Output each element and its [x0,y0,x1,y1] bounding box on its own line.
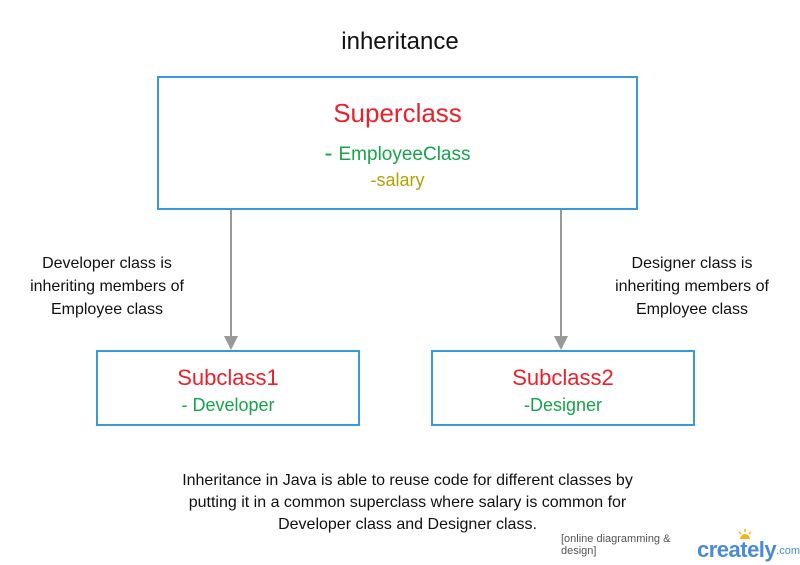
employee-class-label: EmployeeClass [338,144,471,165]
creately-logo: creately [696,529,777,562]
arrowhead-left [224,336,238,350]
description-line: putting it in a common superclass where … [188,494,627,511]
note-right-line: Employee class [635,301,749,318]
description-text: Inheritance in Java is able to reuse cod… [120,470,695,536]
superclass-box[interactable]: Superclass -EmployeeClass -salary [157,76,638,210]
note-left-line: Developer class is [42,255,172,272]
subclass2-attribute: -Designer [523,395,603,415]
description-line: Developer class and Designer class. [278,516,537,533]
subclass1-name: Subclass1 [177,365,279,390]
note-left-line: Employee class [50,301,164,318]
superclass-field: -salary [370,170,425,190]
creately-watermark[interactable]: [online diagramming & design] creately .… [561,529,800,562]
subclass1-box[interactable]: Subclass1 - Developer [96,350,360,426]
subclass2-name: Subclass2 [512,365,614,390]
subclass1-attribute: - Developer [181,395,275,415]
superclass-attribute: -EmployeeClass [159,140,636,168]
arrowhead-right [554,336,568,350]
note-right-line: inheriting members of [615,278,769,295]
attribute-dash: - [324,140,333,167]
watermark-tagline: [online diagramming & design] [561,533,671,557]
description-line: Inheritance in Java is able to reuse cod… [182,472,633,489]
watermark-domain-suffix: .com [776,545,800,557]
note-right: Designer class is inheriting members of … [597,252,787,321]
sun-icon [738,529,752,539]
note-left: Developer class is inheriting members of… [12,252,202,321]
diagram-title: inheritance [341,28,459,55]
subclass2-box[interactable]: Subclass2 -Designer [431,350,695,426]
note-left-line: inheriting members of [30,278,184,295]
note-right-line: Designer class is [631,255,753,272]
superclass-name: Superclass [333,98,462,128]
brand-name: creately [696,537,777,562]
